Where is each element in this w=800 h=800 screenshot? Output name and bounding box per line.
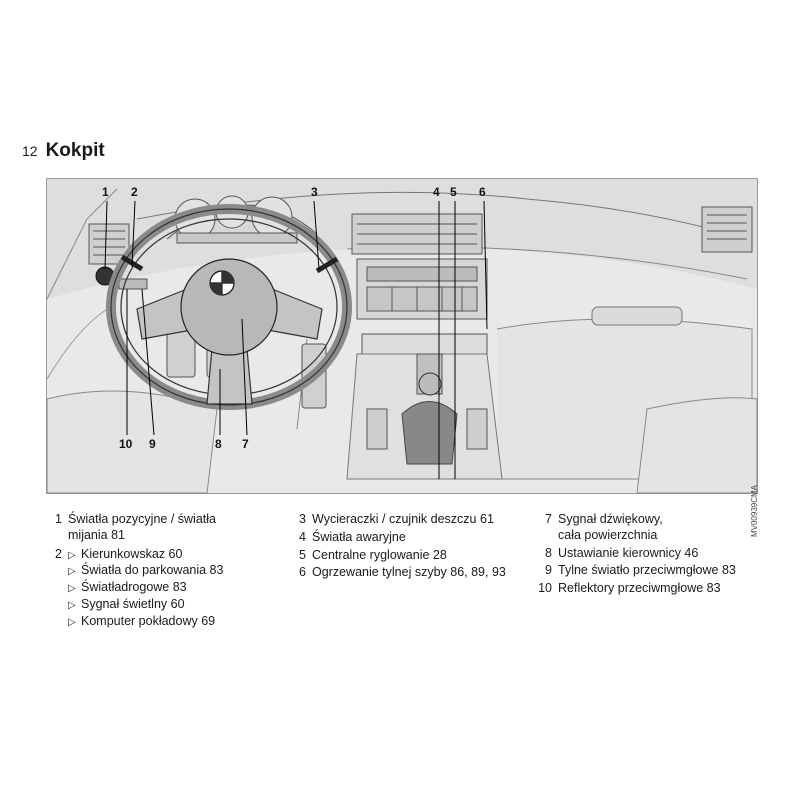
triangle-right-icon: ▷	[68, 616, 76, 628]
steering-wheel	[106, 204, 352, 410]
legend-text: Centralne ryglowanie 28	[312, 547, 447, 562]
page-header: 12 Kokpit	[22, 140, 105, 162]
callout-9: 9	[149, 437, 156, 451]
legend-column-1: 1 Światła pozycyjne / światła mijania 81…	[48, 512, 223, 631]
legend-number: 9	[545, 563, 552, 578]
legend-number: 7	[545, 512, 552, 526]
legend-item-8: 8 Ustawianie kierownicy 46	[538, 546, 736, 562]
page-title: Kokpit	[45, 140, 105, 161]
legend-item-10: 10 Reflektory przeciwmgłowe 83	[538, 581, 736, 597]
cockpit-illustration: 1 2 3 4 5 6 7 8 9 10 MV00939CMA	[46, 178, 759, 537]
cockpit-drawing	[46, 179, 758, 494]
legend-item-2: 2 ▷Kierunkowskaz 60 ▷Światła do parkowan…	[48, 547, 223, 631]
legend-number: 6	[299, 565, 306, 580]
triangle-right-icon: ▷	[68, 583, 76, 595]
legend-subitem: ▷Kierunkowskaz 60	[68, 547, 223, 564]
callout-4: 4	[433, 185, 440, 199]
legend-subitem: ▷Sygnał świetlny 60	[68, 597, 223, 614]
legend-text: mijania 81	[68, 527, 125, 542]
callout-5: 5	[450, 185, 457, 199]
legend-text: Tylne światło przeciwmgłowe 83	[558, 563, 736, 578]
right-vent	[701, 206, 753, 253]
legend-number: 1	[55, 512, 62, 526]
triangle-right-icon: ▷	[68, 566, 76, 578]
legend-item-6: 6 Ogrzewanie tylnej szyby 86, 89, 93	[292, 565, 506, 581]
triangle-right-icon: ▷	[68, 599, 76, 611]
legend-text: Światła pozycyjne / światła	[68, 512, 216, 526]
figure-code: MV00939CMA	[750, 485, 759, 538]
callout-8: 8	[215, 437, 222, 451]
legend-item-9: 9 Tylne światło przeciwmgłowe 83	[538, 563, 736, 579]
triangle-right-icon: ▷	[68, 549, 76, 561]
legend-number: 2	[55, 546, 62, 561]
legend-item-5: 5 Centralne ryglowanie 28	[292, 548, 506, 564]
legend-item-3: 3 Wycieraczki / czujnik deszczu 61	[292, 512, 506, 528]
legend-text: cała powierzchnia	[558, 527, 658, 542]
legend-number: 5	[299, 547, 306, 562]
legend-subitem: ▷Komputer pokładowy 69	[68, 614, 223, 631]
legend-number: 8	[545, 545, 552, 560]
legend-subitem: ▷Światła do parkowania 83	[68, 563, 223, 580]
callout-6: 6	[479, 185, 486, 199]
legend-number: 10	[538, 581, 552, 596]
legend-number: 3	[299, 512, 306, 526]
legend-subitem: ▷Światładrogowe 83	[68, 580, 223, 597]
legend-text: Sygnał dźwiękowy,	[558, 512, 663, 526]
callout-2: 2	[131, 185, 138, 199]
legend-text: Światła awaryjne	[312, 529, 406, 544]
legend-text: Ogrzewanie tylnej szyby 86, 89, 93	[312, 565, 506, 580]
legend-text: Wycieraczki / czujnik deszczu 61	[312, 512, 494, 526]
callout-3: 3	[311, 185, 318, 199]
legend-item-4: 4 Światła awaryjne	[292, 530, 506, 546]
callout-1: 1	[102, 185, 109, 199]
legend-number: 4	[299, 529, 306, 544]
callout-7: 7	[242, 437, 249, 451]
legend-item-7: 7 Sygnał dźwiękowy, cała powierzchnia	[538, 512, 736, 544]
legend-text: Reflektory przeciwmgłowe 83	[558, 581, 721, 596]
legend-item-1: 1 Światła pozycyjne / światła mijania 81	[48, 512, 223, 544]
legend-column-2: 3 Wycieraczki / czujnik deszczu 61 4 Świ…	[292, 512, 506, 581]
legend-column-3: 7 Sygnał dźwiękowy, cała powierzchnia 8 …	[538, 512, 736, 597]
callout-10: 10	[119, 437, 133, 451]
legend-text: Ustawianie kierownicy 46	[558, 545, 699, 560]
page-number: 12	[22, 143, 38, 159]
